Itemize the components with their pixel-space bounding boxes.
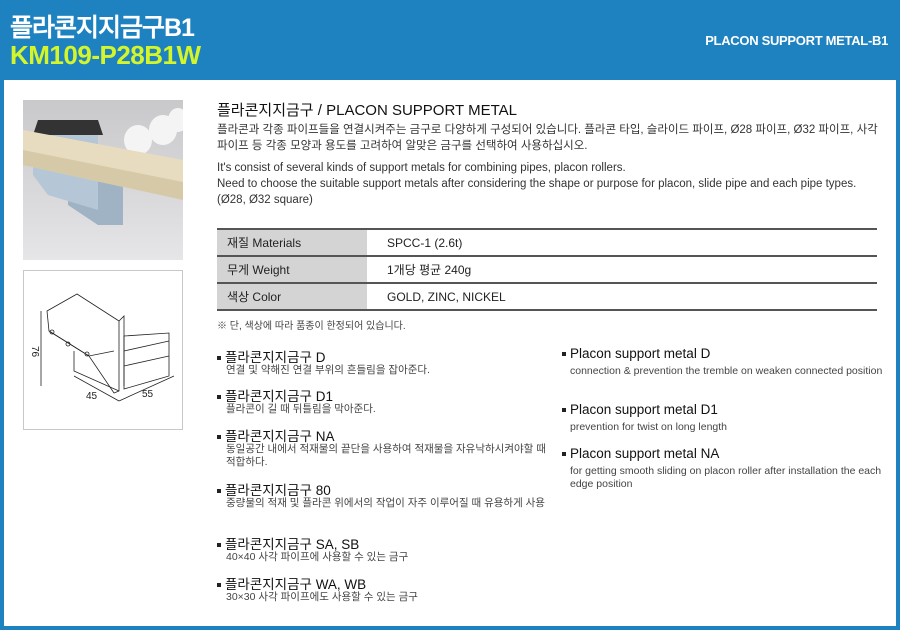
item-ko-title: 플라콘지지금구 D — [217, 346, 325, 366]
product-code: KM109-P28B1W — [10, 40, 201, 70]
item-ko-desc: 중량물의 적재 및 플라콘 위에서의 작업이 자주 이루어질 때 유용하게 사용 — [226, 497, 545, 509]
spec-label: 색상 Color — [217, 282, 367, 311]
description-korean: 플라콘과 각종 파이프들을 연결시켜주는 금구로 다양하게 구성되어 있습니다.… — [217, 124, 878, 152]
item-ko-title: 플라콘지지금구 D1 — [217, 385, 333, 405]
item-ko-desc: 동일공간 내에서 적재물의 끝단을 사용하여 적재물을 자유낙하시켜야할 때 적… — [226, 443, 546, 468]
header-title: 플라콘지지금구B1 — [10, 14, 195, 42]
dimension-drawing: 76 45 55 — [23, 270, 183, 430]
dim-depth: 55 — [142, 389, 154, 400]
item-ko-desc: 30×30 사각 파이프에도 사용할 수 있는 금구 — [226, 591, 418, 603]
dim-height: 76 — [29, 345, 41, 358]
spec-value: GOLD, ZINC, NICKEL — [367, 282, 877, 311]
item-ko-title: 플라콘지지금구 WA, WB — [217, 573, 366, 593]
item-en-desc: for getting smooth sliding on placon rol… — [570, 465, 882, 490]
spec-value: SPCC-1 (2.6t) — [367, 228, 877, 256]
item-en-title: Placon support metal NA — [562, 446, 719, 461]
item-ko-desc: 40×40 사각 파이프에 사용할 수 있는 금구 — [226, 551, 409, 563]
item-ko-title: 플라콘지지금구 SA, SB — [217, 533, 359, 553]
item-ko-title: 플라콘지지금구 80 — [217, 479, 331, 499]
color-note: ※ 단, 색상에 따라 품종이 한정되어 있습니다. — [217, 321, 406, 332]
item-en-desc: connection & prevention the tremble on w… — [570, 365, 883, 377]
description-english-2: Need to choose the suitable support meta… — [217, 178, 857, 206]
spec-value: 1개당 평균 240g — [367, 255, 877, 283]
description-english-1: It's consist of several kinds of support… — [217, 162, 626, 174]
item-en-desc: prevention for twist on long length — [570, 421, 728, 433]
header-english-title: PLACON SUPPORT METAL-B1 — [705, 33, 888, 48]
spec-label: 재질 Materials — [217, 228, 367, 256]
item-ko-title: 플라콘지지금구 NA — [217, 425, 334, 445]
dim-width: 45 — [86, 391, 98, 402]
item-ko-desc: 연결 및 약해진 연결 부위의 흔들림을 잡아준다. — [226, 364, 430, 376]
section-title: 플라콘지지금구 / PLACON SUPPORT METAL — [217, 102, 517, 119]
item-en-title: Placon support metal D1 — [562, 402, 718, 417]
spec-label: 무게 Weight — [217, 255, 367, 283]
product-photo — [23, 100, 183, 260]
item-en-title: Placon support metal D — [562, 346, 710, 361]
item-ko-desc: 플라콘이 길 때 뒤틀림을 막아준다. — [226, 403, 376, 415]
